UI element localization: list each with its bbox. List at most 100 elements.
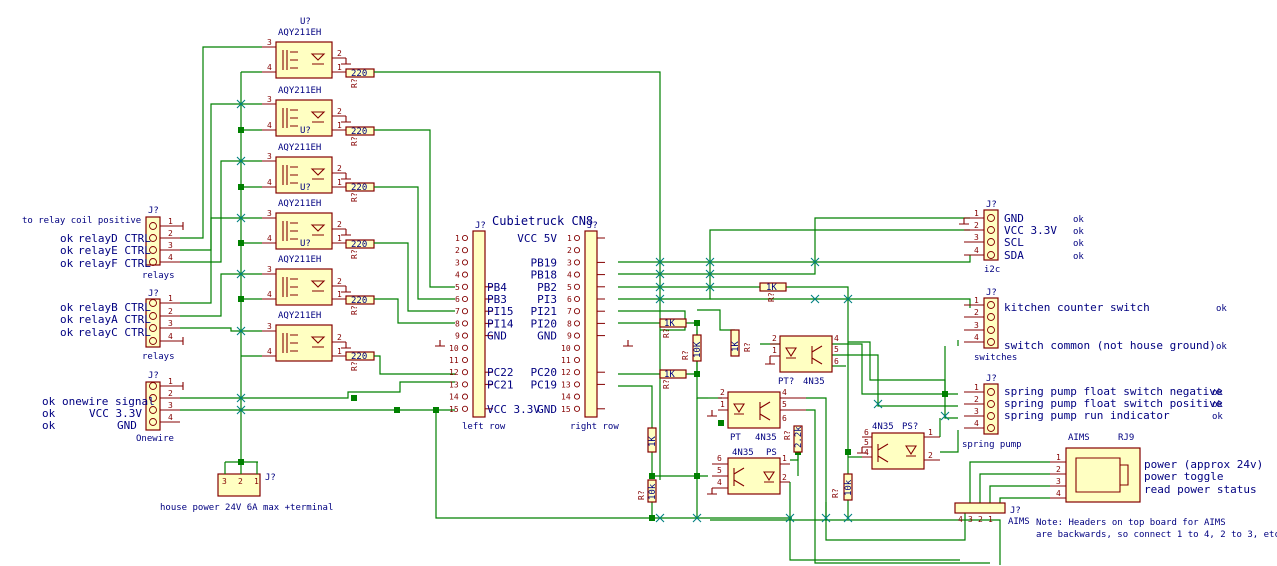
resistor-pb2 bbox=[759, 282, 787, 292]
svg-text:2.2k: 2.2k bbox=[794, 426, 804, 448]
svg-text:SCL: SCL bbox=[1004, 236, 1024, 249]
left-row-pin-num: 7 bbox=[455, 307, 460, 316]
svg-text:3: 3 bbox=[974, 407, 979, 416]
svg-text:4: 4 bbox=[834, 334, 839, 343]
relays-bottom-row2-label: relayA CTRL bbox=[78, 313, 151, 326]
right-row-pin-num: 13 bbox=[561, 380, 571, 389]
relays-top-row4-ok: ok bbox=[60, 257, 74, 270]
right-row-pin-13 bbox=[573, 381, 581, 388]
right-row-pin-num: 3 bbox=[567, 258, 572, 267]
left-row-pin-13 bbox=[461, 381, 469, 388]
svg-text:1K: 1K bbox=[664, 319, 675, 329]
svg-text:1: 1 bbox=[254, 477, 259, 486]
relay-3-body bbox=[275, 156, 333, 194]
relays-bottom-row3-label: relayC CTRL bbox=[78, 326, 151, 339]
left-row-pin-num: 10 bbox=[449, 344, 459, 353]
relay-3-value: AQY211EH bbox=[278, 143, 321, 153]
right-row-label: GND bbox=[537, 330, 557, 343]
sump-pins: 12 34 bbox=[964, 383, 995, 432]
relay-1-res-ref: R? bbox=[350, 78, 359, 88]
svg-text:ok: ok bbox=[1073, 252, 1084, 262]
i2c-ref: J? bbox=[986, 200, 997, 210]
onewire-row4-label: GND bbox=[117, 419, 137, 432]
right-row-pin-num: 5 bbox=[567, 283, 572, 292]
aims-header-body bbox=[954, 502, 1006, 514]
svg-text:1: 1 bbox=[337, 121, 342, 130]
left-row-pin-3 bbox=[461, 259, 469, 266]
svg-text:3: 3 bbox=[974, 321, 979, 330]
wires-left bbox=[180, 46, 792, 519]
left-row-label: PC21 bbox=[487, 378, 514, 391]
svg-text:spring pump float switch posit: spring pump float switch positive bbox=[1004, 397, 1223, 410]
svg-text:1: 1 bbox=[337, 234, 342, 243]
relay-4-res-ref: R? bbox=[350, 249, 359, 259]
svg-text:2: 2 bbox=[978, 515, 983, 524]
relay-4-resistor bbox=[345, 239, 375, 249]
right-row-pin-num: 4 bbox=[567, 271, 572, 280]
right-row-pin-num: 6 bbox=[567, 295, 572, 304]
svg-text:spring pump float switch negat: spring pump float switch negative bbox=[1004, 385, 1223, 398]
svg-text:4: 4 bbox=[267, 63, 272, 72]
svg-text:1K: 1K bbox=[664, 370, 675, 380]
relay-1-body bbox=[275, 41, 333, 79]
aims-header-name: AIMS bbox=[1008, 517, 1030, 527]
relays-top-pins: 12 34 bbox=[149, 217, 180, 266]
relay-block-6: AQY211EH 34 21 220 R? bbox=[262, 311, 375, 371]
svg-text:VCC 3.3V: VCC 3.3V bbox=[1004, 224, 1057, 237]
relay-block-4: AQY211EH 34 21 U? 220 R? bbox=[262, 199, 375, 259]
left-row-pin-10 bbox=[461, 344, 469, 351]
relay-block-5: AQY211EH 34 21 220 R? bbox=[262, 255, 375, 315]
right-row-pin-num: 12 bbox=[561, 368, 571, 377]
i2c-name: i2c bbox=[984, 265, 1000, 275]
svg-text:4: 4 bbox=[974, 246, 979, 255]
left-row-label: PB4 bbox=[487, 281, 507, 294]
svg-text:2: 2 bbox=[337, 333, 342, 342]
right-row-pin-7 bbox=[573, 308, 581, 315]
svg-text:1: 1 bbox=[772, 346, 777, 355]
left-row-pin-num: 1 bbox=[455, 234, 460, 243]
onewire-connector: J? 12 34 ok onewire signal ok VCC 3.3V o… bbox=[42, 371, 180, 444]
switches-name: switches bbox=[974, 353, 1017, 363]
svg-text:10k: 10k bbox=[844, 479, 854, 496]
i2c-connector: J? 12 34 GND ok VCC 3.3V ok SCL ok SDA o… bbox=[959, 200, 1084, 275]
sump-body bbox=[983, 383, 999, 435]
aims-note-line2: are backwards, so connect 1 to 4, 2 to 3… bbox=[1036, 530, 1277, 540]
left-row-body bbox=[472, 230, 486, 418]
svg-text:2: 2 bbox=[337, 277, 342, 286]
svg-text:2: 2 bbox=[168, 229, 173, 238]
right-row-pin-2 bbox=[573, 247, 581, 254]
right-row-pin-num: 2 bbox=[567, 246, 572, 255]
svg-text:5: 5 bbox=[834, 345, 839, 354]
left-row-pin-num: 12 bbox=[449, 368, 459, 377]
svg-text:3: 3 bbox=[168, 319, 173, 328]
svg-text:5: 5 bbox=[717, 466, 722, 475]
right-row-pin-num: 10 bbox=[561, 344, 571, 353]
left-row-pin-11 bbox=[461, 356, 469, 364]
svg-text:2: 2 bbox=[782, 473, 787, 482]
wire-crossings-right bbox=[655, 257, 950, 523]
sump-name: spring pump bbox=[962, 440, 1022, 450]
onewire-row3-ok: ok bbox=[42, 407, 56, 420]
svg-text:3: 3 bbox=[168, 241, 173, 250]
resistors-right: 1K R? 1K R? 10K R? 1K R? 1K R? 1K 10k R?… bbox=[637, 282, 854, 503]
resistor-10k-c bbox=[647, 479, 657, 503]
right-row-pin-1 bbox=[573, 234, 581, 242]
svg-text:ok: ok bbox=[1212, 400, 1223, 410]
relay-block-3: AQY211EH 34 21 U? 220 R? bbox=[262, 143, 375, 202]
svg-text:3: 3 bbox=[968, 515, 973, 524]
right-row-pin-num: 7 bbox=[567, 307, 572, 316]
svg-text:R?: R? bbox=[783, 430, 792, 440]
aims-jack: AIMS RJ9 1 2 3 4 power (approx 24v) powe… bbox=[1050, 433, 1263, 503]
svg-text:4: 4 bbox=[974, 333, 979, 342]
right-row-label: GND bbox=[537, 403, 557, 416]
svg-text:2: 2 bbox=[974, 395, 979, 404]
svg-text:2: 2 bbox=[928, 451, 933, 460]
right-row-label: VCC 5V bbox=[517, 232, 557, 245]
left-row-pin-12 bbox=[461, 369, 469, 376]
left-row-pin-5 bbox=[461, 283, 469, 290]
right-row-label: PI20 bbox=[531, 317, 558, 330]
svg-text:4: 4 bbox=[267, 178, 272, 187]
